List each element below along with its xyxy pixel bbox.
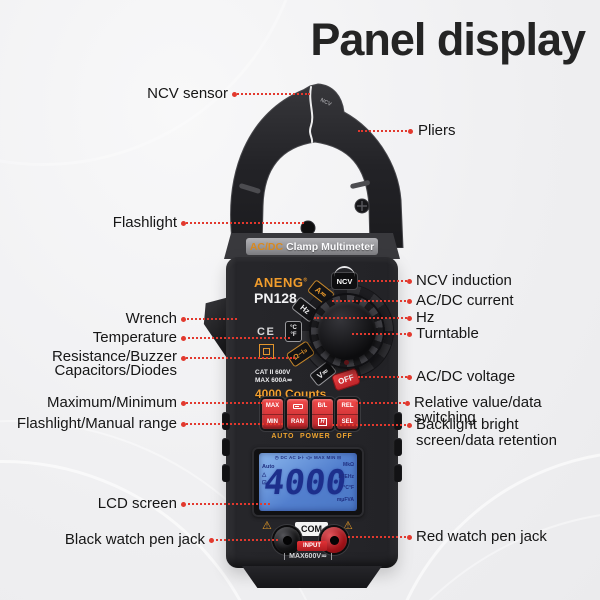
callout-flashlight-range: Flashlight/Manual range: [16, 415, 177, 432]
counts-label: 4000 Counts: [255, 387, 327, 401]
callout-wrench: Wrench: [125, 310, 177, 327]
turntable-knob: [309, 293, 385, 369]
callout-line: [314, 315, 412, 321]
meter-bottom: [242, 566, 382, 588]
knob-face: [318, 302, 376, 360]
grip-tab: [222, 464, 230, 482]
clamp-dash-right: [350, 180, 370, 189]
callout-line: [181, 400, 263, 406]
grip-tab: [222, 438, 230, 456]
callout-line: [332, 298, 412, 304]
callout-max-min: Maximum/Minimum: [46, 394, 177, 411]
callout-line: [348, 534, 412, 540]
grip-tab: [394, 438, 402, 456]
grip-tab: [394, 464, 402, 482]
dial-ncv: NCV: [331, 266, 358, 290]
callout-line: [181, 421, 283, 427]
callout-lcd-screen: LCD screen: [97, 495, 177, 512]
brand-logo: ANENG®: [254, 275, 308, 290]
auto-power-off-label: AUTO POWER OFF: [271, 433, 353, 440]
model-number: PN128: [254, 290, 297, 306]
callout-acdc-voltage: AC/DC voltage: [416, 368, 516, 385]
callout-turntable: Turntable: [416, 325, 479, 342]
callout-pliers: Pliers: [418, 122, 456, 139]
callout-backlight: Backlight bright screen/data retention: [416, 416, 557, 449]
callout-acdc-current: AC/DC current: [416, 292, 514, 309]
lcd-reading: 4000: [261, 463, 349, 503]
grip-tab: [394, 412, 402, 430]
banner-acdc: AC/DC: [249, 240, 284, 253]
callout-ncv-induction: NCV induction: [416, 272, 512, 289]
black-jack: [274, 527, 300, 553]
callout-line: [181, 220, 304, 226]
clamp-gap: [309, 86, 314, 143]
lcd-units: MkΩ hFEHz °C°F mμFVA: [336, 462, 354, 503]
clamp-ncv-text: NCV: [319, 97, 332, 108]
callout-hz: Hz: [416, 309, 435, 326]
lcd-indicators: ◷ DC AC ⊳⊦ ◁» MAX MIN ⊟: [274, 455, 342, 460]
callout-relative-value: Relative value/data switching: [414, 394, 542, 426]
hold-icon: H: [318, 417, 327, 426]
callout-line: [232, 91, 310, 97]
clamp-pliers: NCV: [230, 83, 404, 248]
lcd-screen: ◷ DC AC ⊳⊦ ◁» MAX MIN ⊟ Auto △ ⊡ 4000 Mk…: [259, 453, 357, 511]
callout-line: [358, 128, 413, 134]
com-label: COM: [295, 522, 328, 536]
callout-line: [358, 374, 412, 380]
callout-flashlight: Flashlight: [112, 214, 177, 231]
warning-icon: ⚠: [343, 520, 353, 532]
callout-line: [332, 422, 412, 428]
callout-temperature: Temperature: [92, 329, 177, 346]
clamp-body: [230, 83, 404, 248]
callout-red-jack: Red watch pen jack: [416, 528, 547, 545]
knob-indicator: [344, 360, 349, 365]
cat-rating: CAT II 600V MAX 600A≂: [255, 369, 293, 384]
bg-wave: [380, 450, 600, 600]
banner-label: AC/DC Clamp Multimeter: [246, 238, 378, 255]
callout-line: [358, 278, 412, 284]
banner-text: Clamp Multimeter: [286, 240, 375, 253]
flashlight-icon: [292, 403, 303, 409]
max-voltage-label: MAX600V≂: [276, 552, 340, 560]
grip-tab: [222, 412, 230, 430]
callout-line: [209, 537, 278, 543]
input-label: INPUT: [297, 541, 327, 551]
ce-mark: CE: [257, 326, 276, 338]
callout-resistance: Resistance/Buzzer Capacitors/Diodes: [51, 348, 177, 379]
page-title: Panel display: [310, 14, 586, 65]
callout-line: [181, 335, 290, 341]
dial-temperature: °C°F: [285, 321, 302, 342]
callout-line: [181, 316, 237, 322]
callout-ncv-sensor: NCV sensor: [147, 85, 228, 102]
lcd-side-indicators: Auto △ ⊡: [262, 464, 275, 486]
flashlight-range-button: RAN: [287, 399, 308, 429]
callout-line: [356, 400, 410, 406]
warning-icon: ⚠: [262, 520, 272, 532]
callout-line: [181, 355, 295, 361]
clamp-dash-left: [239, 183, 261, 194]
callout-black-jack: Black watch pen jack: [64, 531, 205, 548]
callout-line: [352, 331, 412, 337]
callout-line: [181, 501, 270, 507]
